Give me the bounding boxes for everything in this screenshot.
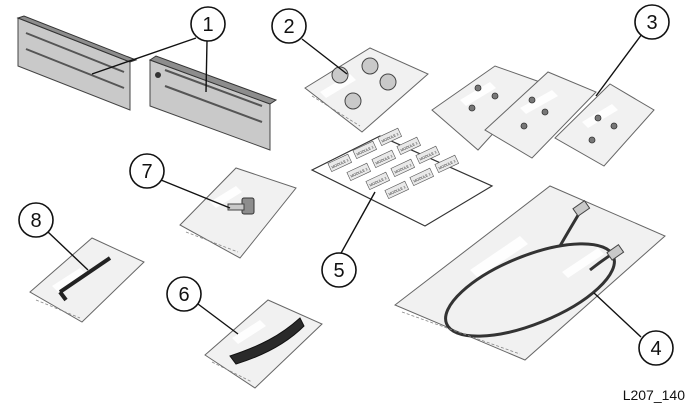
module-label-box [377, 127, 403, 147]
figure-id: L207_140 [622, 387, 685, 403]
cage-nuts-bag [304, 47, 429, 133]
callout-1-text: 1 [202, 14, 213, 36]
callout-2: 2 [271, 8, 307, 44]
module-label: MODULE 1 [390, 158, 416, 178]
module-label-box [352, 140, 378, 160]
module-label-box [346, 162, 372, 182]
module-label: MODULE 1 [346, 162, 372, 182]
callout-2-text: 2 [283, 16, 294, 38]
callout-8-text: 8 [30, 210, 41, 232]
module-label-text: MODULE 1 [375, 154, 393, 165]
callout-7: 7 [129, 153, 165, 189]
module-label: MODULE 1 [396, 136, 422, 156]
thumbscrew-bag [179, 167, 297, 259]
module-label-box [396, 136, 422, 156]
callout-5-text: 5 [333, 260, 344, 282]
callout-3-text: 3 [646, 12, 657, 34]
module-label: MODULE 1 [409, 167, 435, 187]
module-label-text: MODULE 1 [350, 167, 368, 178]
module-label-box [409, 167, 435, 187]
module-label: MODULE 1 [327, 153, 353, 173]
callout-4: 4 [638, 330, 674, 366]
rail-brackets [16, 15, 278, 151]
module-label-box [384, 180, 410, 200]
leader-lines [47, 33, 643, 338]
module-label: MODULE 1 [434, 154, 460, 174]
screw-bags [431, 65, 655, 167]
callout-4-text: 4 [650, 338, 661, 360]
callout-1: 1 [190, 6, 226, 42]
module-label-text: MODULE 1 [438, 159, 456, 170]
callout-5: 5 [321, 252, 357, 288]
module-label-text: MODULE 1 [369, 176, 387, 187]
module-label: MODULE 1 [365, 171, 391, 191]
module-label-box [390, 158, 416, 178]
callout-6: 6 [166, 276, 202, 312]
module-label-box [365, 171, 391, 191]
module-label-text: MODULE 1 [388, 185, 406, 196]
callout-3: 3 [634, 4, 670, 40]
module-label-text: MODULE 1 [419, 150, 437, 161]
hex-key-bag [29, 237, 145, 323]
module-label: MODULE 1 [415, 145, 441, 165]
cable-bag [394, 185, 666, 361]
module-label: MODULE 1 [352, 140, 378, 160]
module-label: MODULE 1 [377, 127, 403, 147]
callout-7-text: 7 [141, 161, 152, 183]
module-label-box [415, 145, 441, 165]
module-label: MODULE 1 [371, 149, 397, 169]
module-label-text: MODULE 1 [381, 132, 399, 143]
module-label-text: MODULE 1 [400, 141, 418, 152]
callout-8: 8 [18, 202, 54, 238]
module-label-text: MODULE 1 [331, 158, 349, 169]
module-label-text: MODULE 1 [394, 163, 412, 174]
module-label-box [327, 153, 353, 173]
module-label: MODULE 1 [384, 180, 410, 200]
module-label-text: MODULE 1 [413, 172, 431, 183]
module-label-text: MODULE 1 [356, 145, 374, 156]
strap-bag [204, 299, 323, 389]
module-label-box [434, 154, 460, 174]
module-label-box [371, 149, 397, 169]
callout-6-text: 6 [178, 284, 189, 306]
